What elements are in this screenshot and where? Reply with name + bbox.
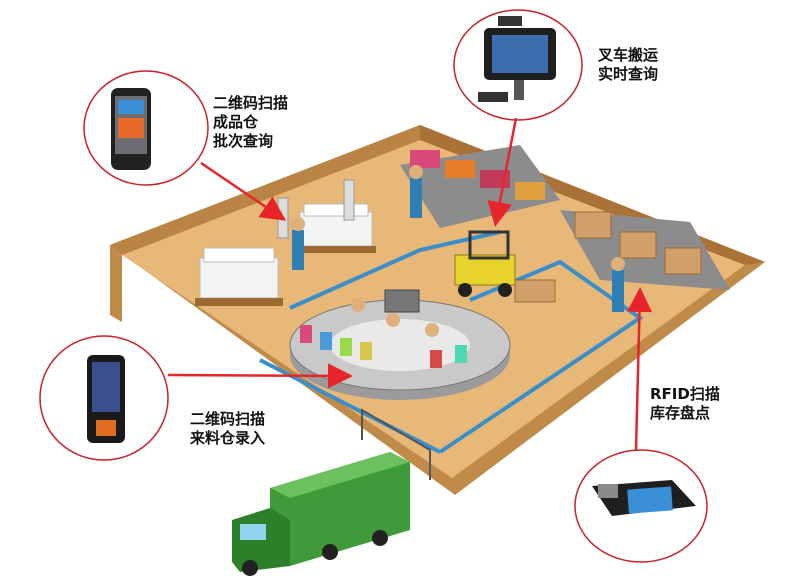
label-line: 库存盘点 bbox=[650, 404, 711, 422]
callout-forklift bbox=[453, 9, 583, 121]
android-phone-icon bbox=[111, 88, 151, 170]
label-qr-warehouse: 二维码扫描 成品仓 批次查询 bbox=[213, 94, 288, 151]
label-qr-inbound: 二维码扫描 来料仓录入 bbox=[190, 410, 265, 448]
callout-qr-inbound bbox=[39, 335, 169, 461]
rfid-gate bbox=[361, 408, 431, 480]
arrow-qr-inbound bbox=[167, 363, 353, 389]
callout-arrows bbox=[167, 117, 652, 451]
rugged-handheld-scanner-icon bbox=[87, 355, 125, 443]
label-line: 叉车搬运 bbox=[598, 46, 659, 64]
label-line: 来料仓录入 bbox=[190, 429, 266, 447]
arrow-rfid bbox=[626, 287, 652, 451]
label-line: RFID扫描 bbox=[650, 385, 720, 403]
workers bbox=[291, 165, 625, 337]
label-line: 成品仓 bbox=[213, 113, 259, 131]
vehicle-tablet-icon bbox=[478, 16, 556, 102]
callout-rfid bbox=[574, 449, 708, 563]
label-line: 二维码扫描 bbox=[213, 94, 289, 112]
forklift bbox=[454, 230, 556, 303]
label-line: 实时查询 bbox=[598, 65, 659, 83]
goods-shelves bbox=[400, 145, 730, 290]
arrow-qr-warehouse bbox=[200, 161, 287, 221]
label-line: 批次查询 bbox=[213, 132, 274, 150]
rfid-pos-terminal-icon bbox=[592, 480, 696, 516]
callout-qr-warehouse bbox=[83, 70, 209, 186]
arrow-forklift bbox=[487, 117, 518, 227]
label-rfid: RFID扫描 库存盘点 bbox=[650, 385, 720, 423]
label-forklift: 叉车搬运 实时查询 bbox=[598, 46, 658, 84]
label-line: 二维码扫描 bbox=[190, 410, 266, 428]
pallet-stacks bbox=[195, 179, 376, 306]
truck bbox=[232, 452, 410, 576]
